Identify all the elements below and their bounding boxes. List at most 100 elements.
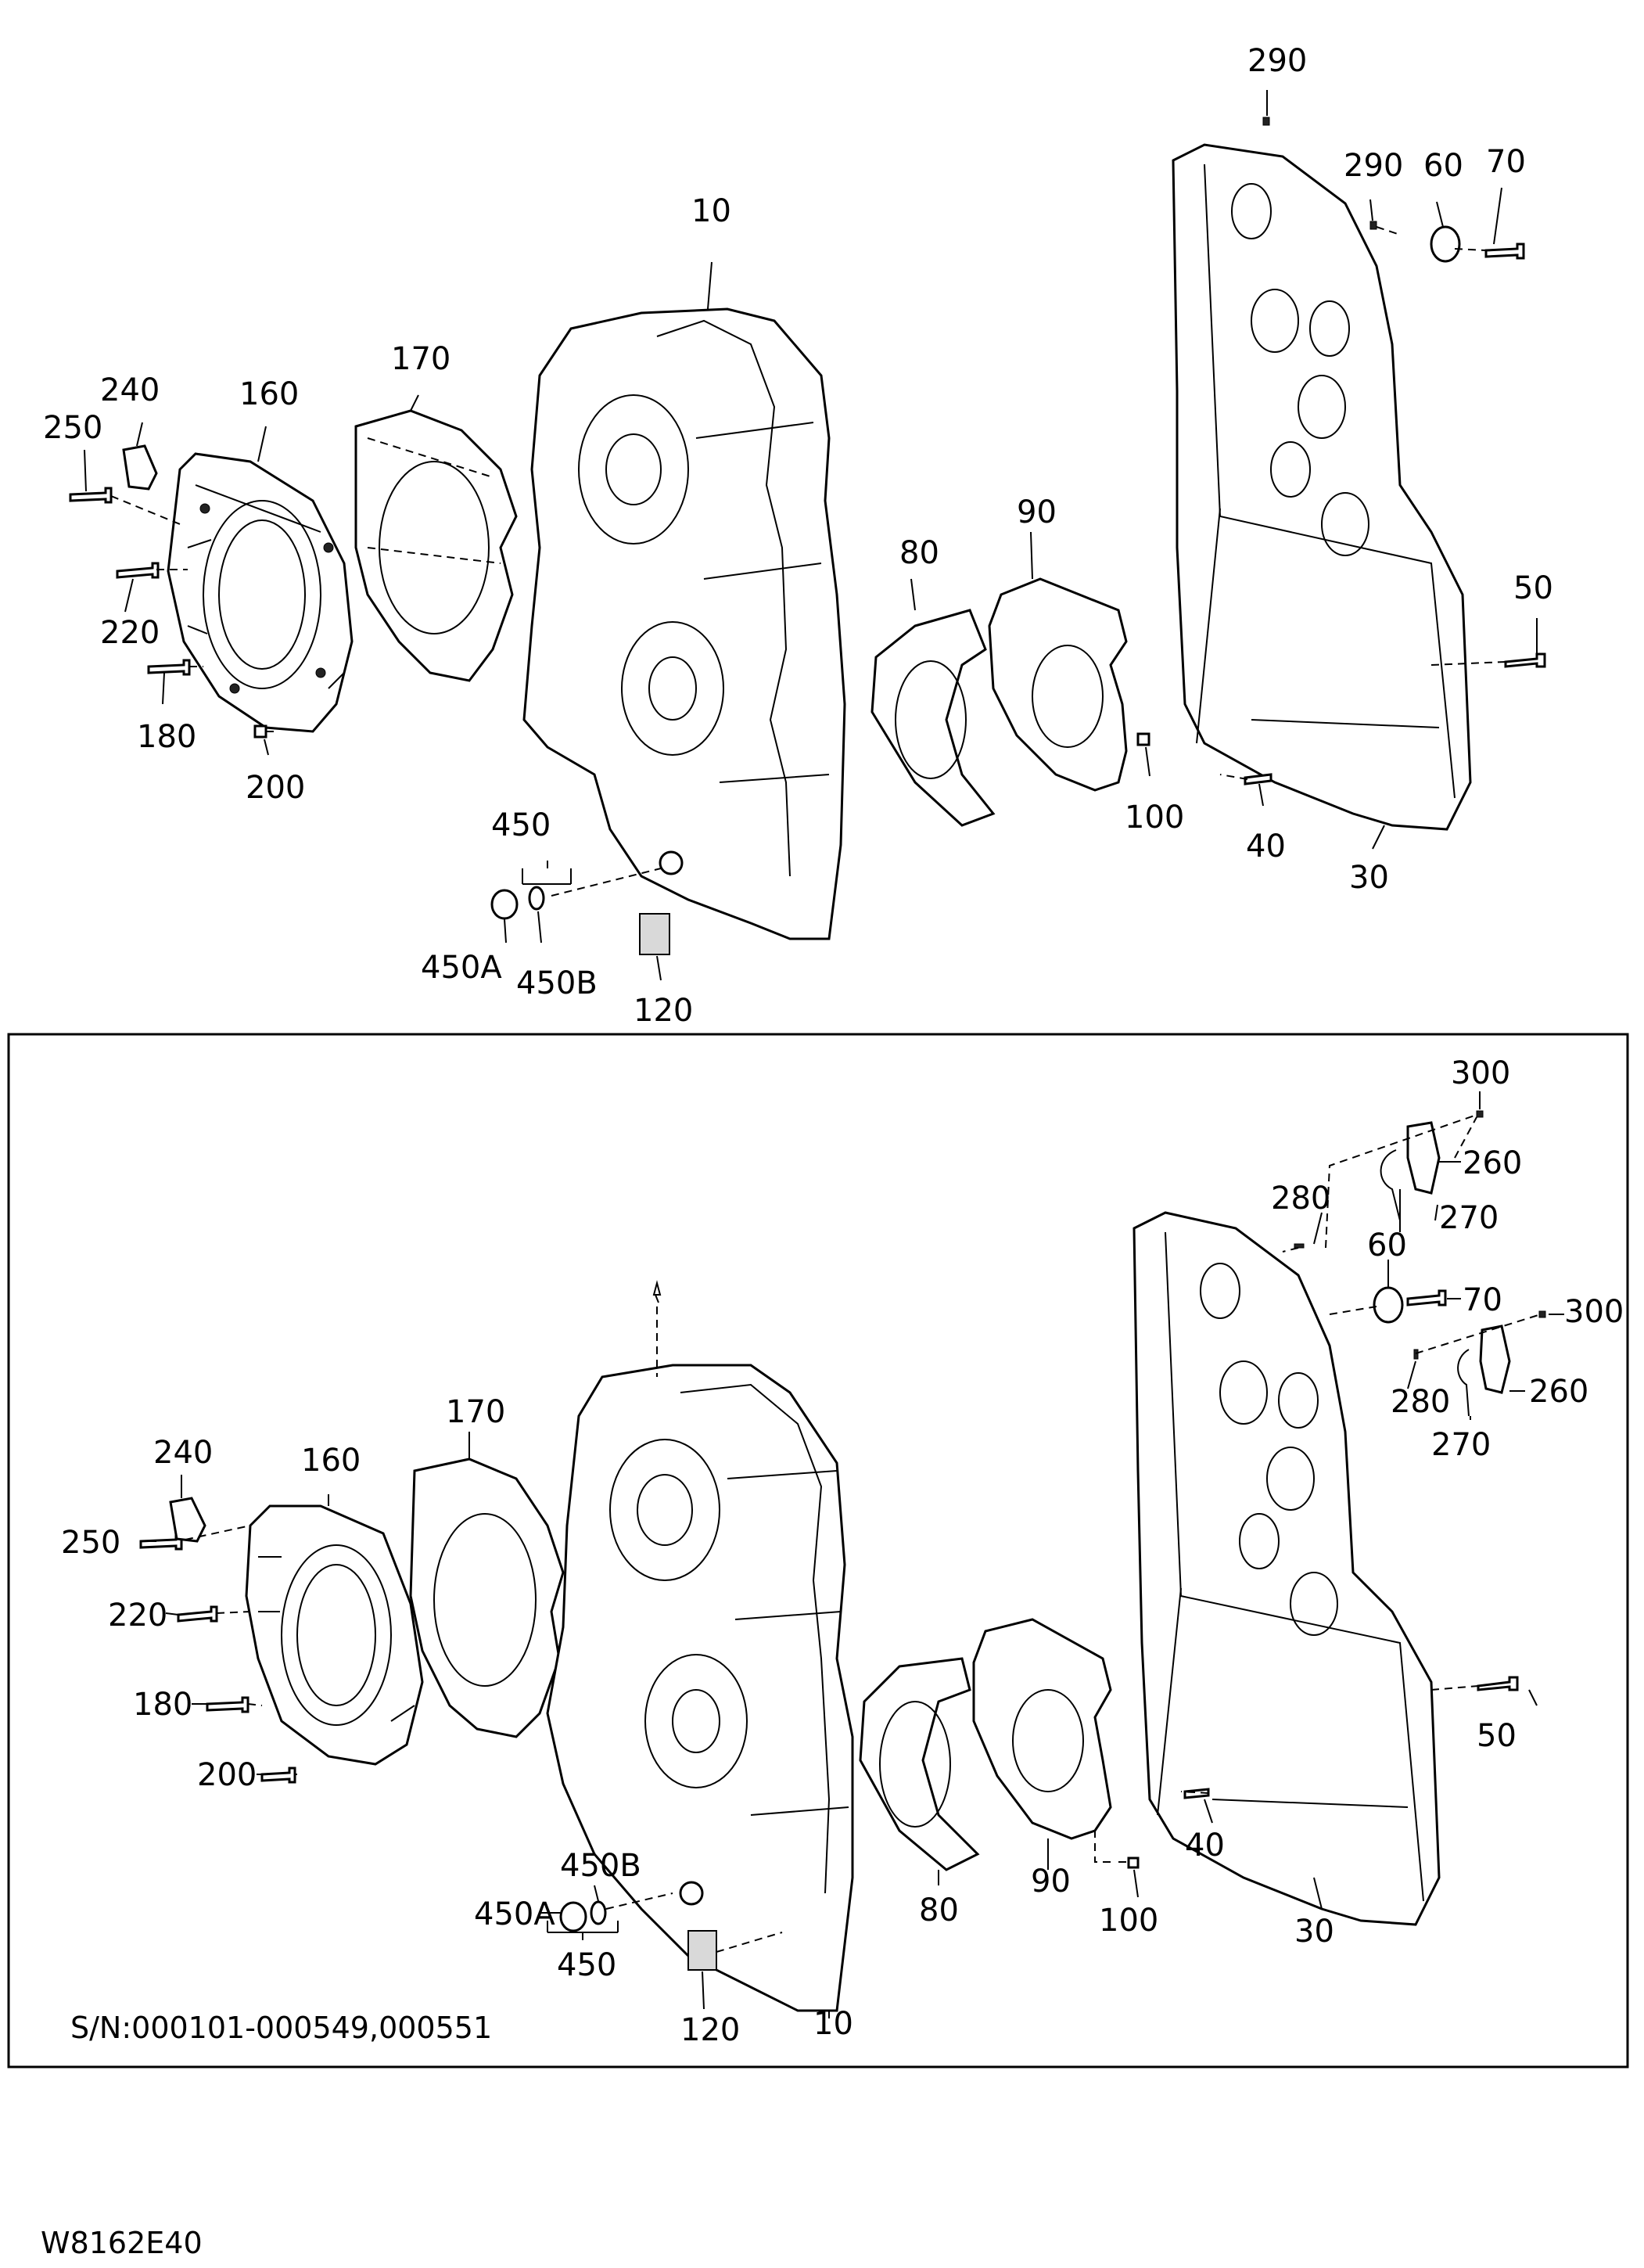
inset-part-80-ring (879, 1701, 951, 1828)
part-450a-plug (490, 889, 519, 920)
label-180: 180 (137, 719, 196, 755)
inset-view: 300 260 280 270 60 70 300 280 260 270 17… (61, 1055, 1624, 2048)
part-80-shield (870, 609, 996, 827)
label-40: 40 (1246, 828, 1286, 864)
label-290-upper: 290 (1247, 43, 1307, 79)
inset-label-40: 40 (1185, 1828, 1225, 1864)
part-290-plug-upper (1262, 117, 1270, 126)
part-220-bolt (116, 562, 160, 579)
part-240-plate (122, 444, 158, 491)
inset-part-90-shield (972, 1618, 1112, 1840)
inset-vent-plug (652, 1280, 662, 1303)
inset-label-180: 180 (133, 1687, 192, 1723)
label-200: 200 (246, 770, 305, 806)
part-200-plug (253, 724, 267, 739)
inset-label-30: 30 (1294, 1914, 1334, 1950)
label-240: 240 (100, 372, 160, 408)
part-160-flange (167, 452, 354, 733)
top-guide-lines (110, 226, 1506, 897)
inset-label-170: 170 (446, 1394, 505, 1430)
inset-label-200: 200 (197, 1757, 257, 1793)
inset-part-450b-oring (590, 1900, 607, 1925)
part-100-plug (1136, 732, 1150, 746)
inset-label-70: 70 (1463, 1282, 1502, 1318)
part-70-bolt (1484, 243, 1525, 260)
inset-part-450a-plug (559, 1901, 587, 1932)
inset-frame (7, 1033, 1629, 2069)
inset-label-280-lower: 280 (1391, 1384, 1450, 1420)
part-30-housing (1172, 143, 1472, 831)
label-120: 120 (634, 993, 693, 1029)
inset-label-50: 50 (1477, 1718, 1517, 1754)
label-450a: 450A (421, 950, 502, 986)
part-60-washer (1430, 225, 1461, 263)
inset-guide-lines (185, 1114, 1542, 1953)
inset-label-80: 80 (919, 1892, 959, 1928)
inset-label-280-upper: 280 (1271, 1181, 1330, 1217)
part-180-bolt (147, 659, 191, 676)
part-90-shield (988, 577, 1128, 792)
inset-label-240: 240 (153, 1435, 213, 1471)
inset-label-120: 120 (680, 2012, 740, 2048)
inset-part-160-flange (245, 1504, 424, 1766)
label-220: 220 (100, 615, 160, 651)
part-250-bolt (69, 487, 113, 504)
inset-part-60-washer (1373, 1286, 1404, 1324)
inset-label-100: 100 (1099, 1903, 1158, 1939)
inset-part-170-gasket (409, 1457, 565, 1738)
inset-part-280-pin-lower (1413, 1349, 1419, 1360)
inset-part-80-shield (859, 1657, 980, 1871)
inset-part-260-bracket-upper (1406, 1121, 1441, 1195)
label-70: 70 (1486, 144, 1526, 180)
inset-label-250: 250 (61, 1525, 120, 1561)
inset-part-180-bolt (206, 1696, 249, 1713)
part-40-pin (1244, 773, 1272, 785)
label-30: 30 (1349, 860, 1389, 896)
inset-part-260-bracket-lower (1479, 1324, 1511, 1394)
part-120-plate (639, 913, 670, 955)
inset-label-450: 450 (557, 1947, 616, 1983)
inset-label-160: 160 (301, 1443, 361, 1479)
inset-label-90: 90 (1031, 1864, 1071, 1900)
label-450: 450 (491, 807, 551, 843)
inset-part-120-plate (687, 1930, 717, 1971)
inset-part-10-housing (546, 1364, 854, 2012)
label-100: 100 (1125, 800, 1184, 836)
inset-part-220-bolt (177, 1605, 218, 1623)
part-450b-oring (528, 886, 545, 911)
label-80: 80 (899, 535, 939, 571)
part-170-gasket (354, 409, 518, 682)
inset-label-60: 60 (1367, 1227, 1407, 1263)
inset-label-260-upper: 260 (1463, 1145, 1522, 1181)
inset-part-100-plug (1127, 1856, 1140, 1869)
inset-part-270-clip-upper (1380, 1149, 1401, 1221)
part-50-bolt (1504, 652, 1546, 668)
part-90-ring (1032, 645, 1104, 748)
inset-part-50-bolt (1477, 1676, 1519, 1691)
inset-part-200-bolt (260, 1767, 296, 1784)
inset-part-30-housing (1132, 1211, 1441, 1926)
label-170: 170 (391, 341, 450, 377)
part-290-plug-lower (1369, 221, 1377, 230)
inset-label-220: 220 (108, 1598, 167, 1634)
label-10: 10 (691, 193, 731, 229)
inset-part-70-bolt (1406, 1289, 1447, 1307)
inset-label-270-lower: 270 (1431, 1427, 1491, 1463)
inset-label-260-lower: 260 (1529, 1374, 1588, 1410)
inset-label-300-lower: 300 (1564, 1294, 1624, 1330)
label-50: 50 (1513, 570, 1553, 606)
label-450b: 450B (516, 965, 598, 1001)
label-90: 90 (1017, 494, 1057, 530)
top-view: 290 290 60 70 10 170 240 160 250 220 180… (43, 43, 1553, 1029)
inset-leader-lines (141, 1091, 1564, 2018)
inset-part-170-opening (433, 1513, 537, 1687)
inset-part-300-plug-lower (1538, 1310, 1546, 1318)
inset-label-270-upper: 270 (1439, 1200, 1499, 1236)
label-60: 60 (1423, 148, 1463, 184)
inset-label-450a: 450A (474, 1896, 555, 1932)
label-160: 160 (239, 376, 299, 412)
drawing-code: W8162E40 (41, 2226, 203, 2260)
label-290-lower: 290 (1344, 148, 1403, 184)
part-10-housing (522, 307, 846, 940)
